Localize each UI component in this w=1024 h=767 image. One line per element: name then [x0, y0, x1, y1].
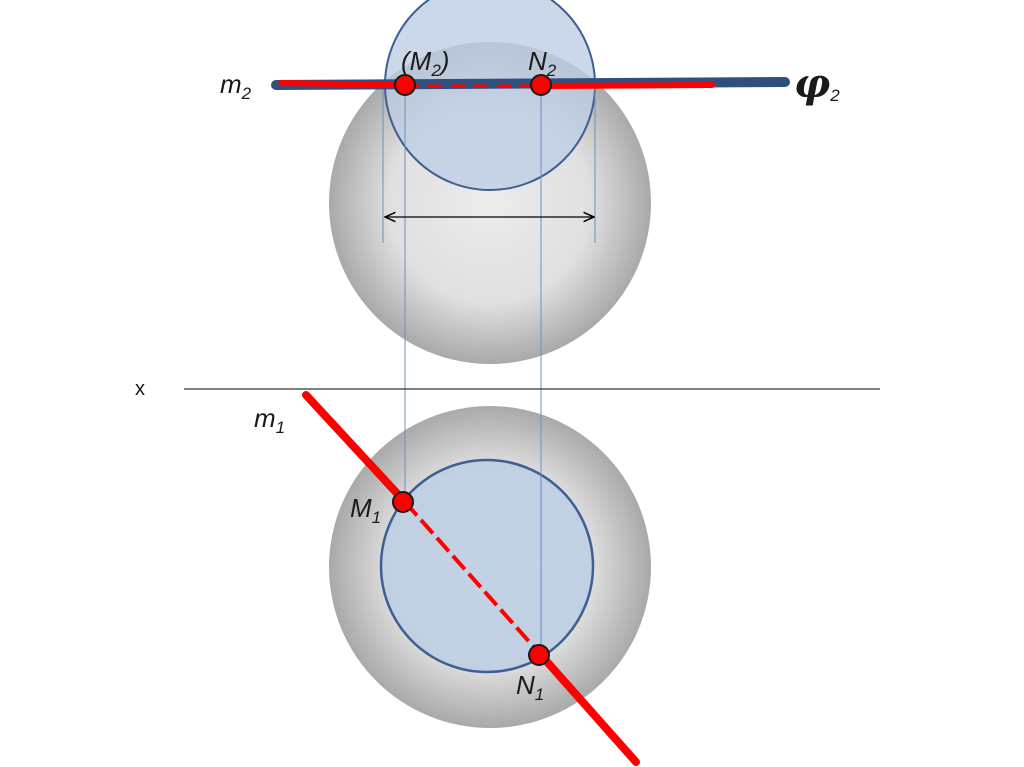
- point-M1: [392, 491, 414, 513]
- section-circle-horizontal: [379, 458, 595, 674]
- line-m2-left-segment: [278, 80, 408, 88]
- label-x-axis: x: [135, 378, 145, 400]
- line-m1-lower-segment: [537, 651, 640, 766]
- point-M2: [394, 74, 416, 96]
- label-m2: m2: [220, 69, 252, 103]
- label-M2: (M2): [401, 46, 449, 80]
- line-m2-right-segment: [538, 82, 715, 89]
- line-m1-hidden-segment: [403, 500, 543, 657]
- label-N1: N1: [516, 670, 544, 704]
- point-N2: [530, 74, 552, 96]
- label-m1: m1: [254, 403, 285, 437]
- label-phi2: φ2: [794, 60, 840, 107]
- point-N1: [528, 644, 550, 666]
- label-N2: N2: [528, 46, 557, 80]
- line-m1-upper-segment: [302, 391, 409, 506]
- label-M1: M1: [350, 493, 381, 527]
